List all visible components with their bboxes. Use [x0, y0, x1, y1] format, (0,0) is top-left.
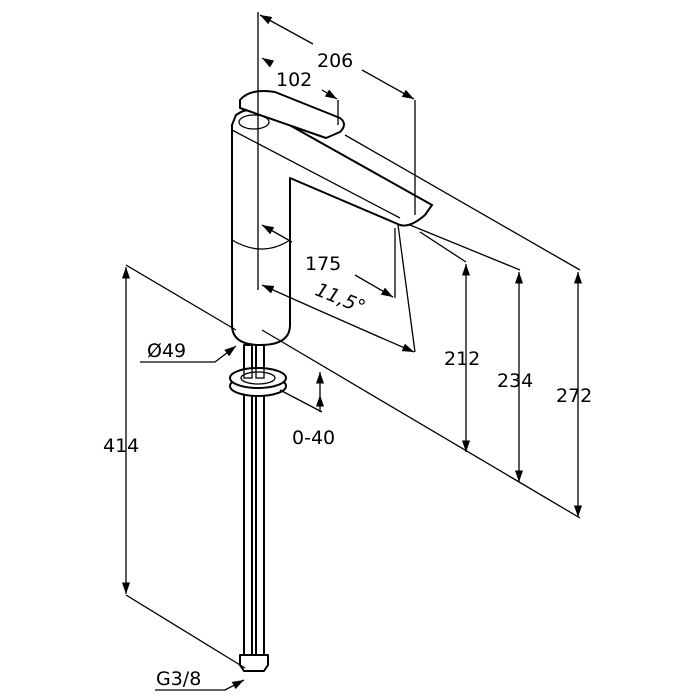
dim-angle-label: 11,5° [312, 279, 368, 319]
dim-adjust-label: 0-40 [292, 427, 335, 449]
hose-nut [239, 654, 269, 672]
dim-212-label: 212 [444, 348, 480, 370]
dim-175-label: 175 [305, 253, 341, 275]
extension-lines [125, 12, 581, 669]
dim-206-label: 206 [317, 50, 353, 72]
dim-diameter-label: Ø49 [147, 340, 186, 362]
lever-handle [239, 90, 345, 139]
dimension-lines [121, 14, 583, 691]
dim-414-label: 414 [103, 435, 139, 457]
thread-label: G3/8 [156, 668, 201, 690]
dim-234-label: 234 [497, 370, 533, 392]
mounting-ring [229, 344, 287, 397]
dim-102-label: 102 [276, 69, 312, 91]
dim-272-label: 272 [556, 385, 592, 407]
